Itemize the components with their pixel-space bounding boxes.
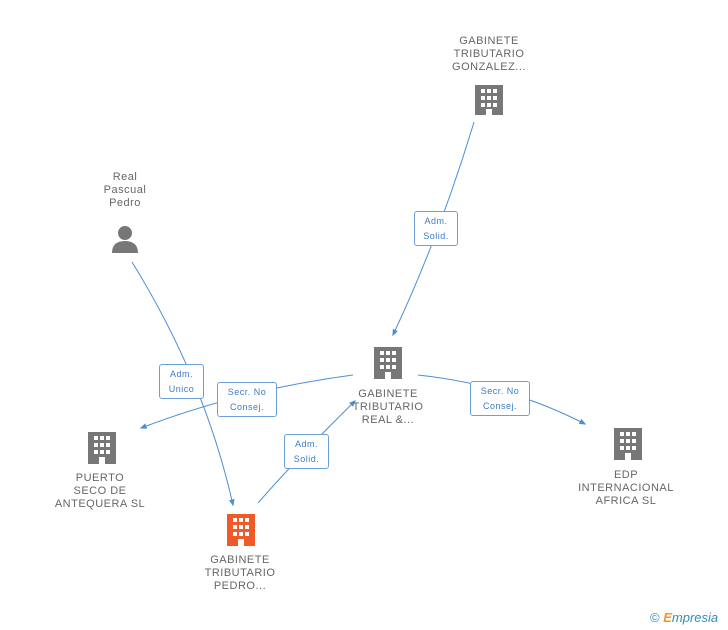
building-icon-highlighted[interactable] [227,514,255,546]
edge-label-adm-unico: Adm. Unico [159,364,204,399]
brand-initial: E [663,610,672,625]
node-label-real-pascual-pedro[interactable]: Real Pascual Pedro [103,171,147,209]
copyright-symbol: © [650,610,660,625]
node-label-puerto-seco[interactable]: PUERTO SECO DE ANTEQUERA SL [54,472,146,510]
edge-label-adm-solid: Adm. Solid. [414,211,458,246]
node-label-real-and[interactable]: GABINETE TRIBUTARIO REAL &... [352,388,424,426]
node-label-gonzalez[interactable]: GABINETE TRIBUTARIO GONZALEZ... [452,35,526,73]
person-icon[interactable] [112,226,138,253]
building-icon[interactable] [88,432,116,464]
brand-logo[interactable]: © Empresia [650,610,718,625]
building-icon[interactable] [374,347,402,379]
building-icon[interactable] [475,85,503,115]
brand-name: mpresia [671,610,719,625]
node-label-pedro[interactable]: GABINETE TRIBUTARIO PEDRO... [204,554,276,592]
edge-label-secr-no-consej: Secr. No Consej. [470,381,530,416]
building-icon[interactable] [614,428,642,460]
edge-label-secr-no-consej: Secr. No Consej. [217,382,277,417]
node-label-edp[interactable]: EDP INTERNACIONAL AFRICA SL [578,469,674,507]
edge-label-adm-solid: Adm. Solid. [284,434,329,469]
